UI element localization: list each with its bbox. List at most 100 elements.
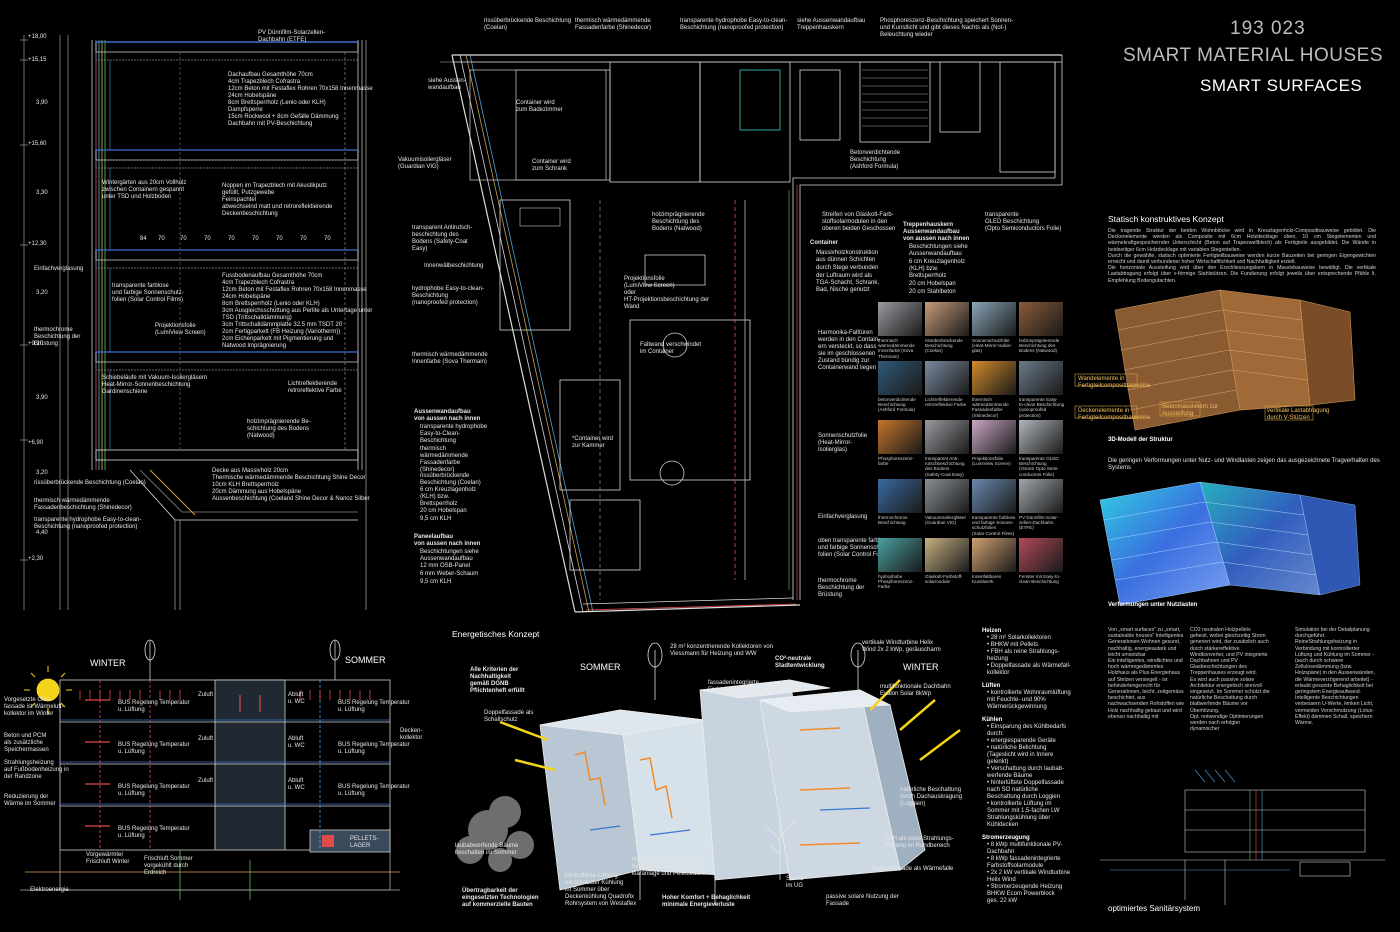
container-title: Container — [810, 240, 839, 246]
plan-right-label: Betonverdichtende Beschichtung (Ashford … — [850, 150, 901, 170]
material-swatch — [1019, 420, 1063, 454]
supply-air-label: Zuluft — [198, 692, 214, 698]
bus-label: BUS Regelung Temperatur u. Lüftung — [118, 784, 190, 797]
bus-label: BUS Regelung Temperatur u. Lüftung — [338, 742, 410, 755]
plan-top-label: rissüberbrückende Beschichtung (Coelan) — [484, 18, 572, 31]
supply-air-label: Zuluft — [198, 736, 214, 742]
material-caption: Sonnenschutzfolie (Heat-Mirror-Isolier- … — [972, 338, 1013, 354]
energy-group-item: • kontrollierte Wohnraumlüftung mit Feuc… — [987, 690, 1071, 710]
energy-axonometry — [456, 642, 961, 905]
energy-left-label: Reduzierung der Wärme im Sommer — [4, 794, 56, 807]
single-glazing-label: Einfachverglasung — [34, 266, 84, 272]
ceiling-label: Decke aus Massivholz 20cm Thermische wär… — [212, 468, 370, 502]
energy-group-item: • Stromerzeugende Heizung BHKW Ecom Powe… — [987, 884, 1063, 904]
plan-left-label: Innenwälbeschichtung — [424, 263, 484, 269]
plan-left-label: Vakuumisoliergläser (Guardian VIG) — [398, 157, 452, 170]
poster-subtitle: SMART SURFACES — [1200, 76, 1363, 95]
energy-group-item: • Einsparung des Kühlbedarfs durch: — [987, 724, 1067, 737]
material-caption: thermochrome Beschichtung — [878, 515, 908, 526]
dim-label: 3,90 — [36, 395, 48, 401]
plan-right-label: Sonnenschutzfolie (Heat-Mirror- Isolierg… — [818, 433, 868, 453]
roof-build-label: Dachaufbau Gesamthöhe 70cm 4cm Trapezble… — [228, 72, 373, 127]
material-swatch — [972, 420, 1016, 454]
energy-group-item: • FBH als reine Strahlungs- heizung — [987, 649, 1060, 662]
energy-group-item: • BHKW mit Pellets — [987, 642, 1039, 648]
span-label: 70 — [300, 236, 307, 242]
material-caption: hydrophobe Phosphoreszenz- Farbe — [878, 574, 914, 590]
floor-build-label: Fussbodenaufbau Gesamthöhe 70cm 4cm Trap… — [222, 273, 373, 349]
projection-label: Projektionsfolie (LumiView Screen) — [155, 323, 206, 336]
material-swatch — [925, 479, 969, 513]
material-caption: PV Dünnfilm-Solar- zellen-Dachbahn (ETFE… — [1019, 515, 1059, 531]
summer-center-label: SOMMER — [580, 662, 621, 672]
energy-label: FBH als reine Strahlungs- heizung im Ran… — [885, 836, 954, 849]
energy-left-label: Beton und PCM als zusätzliche Speicherma… — [4, 733, 49, 753]
plan-right-label: Einfachverglasung — [818, 514, 868, 520]
bus-label: BUS Regelung Temperatur u. Lüftung — [338, 700, 410, 713]
wall-layer: 9,5 cm KLH — [420, 516, 452, 522]
material-caption: Phosphoreszenz- farbe — [878, 456, 914, 467]
stair-core-item: 20 cm Stahlbeton — [909, 289, 956, 295]
bus-label: BUS Regelung Temperatur u. Lüftung — [118, 742, 190, 755]
material-swatch — [972, 361, 1016, 395]
energy-left-label: Elektroenergie — [30, 887, 69, 893]
energy-label: Haustechnikraum mit Luf- tungsgerät, BHK… — [632, 857, 705, 877]
span-label: 70 — [324, 236, 331, 242]
structure-text: Die tragende Struktur der beiden Wohnblö… — [1108, 228, 1376, 284]
dim-label: 4,40 — [36, 530, 48, 536]
container-closet-label: Container wird zum Schrank — [532, 159, 571, 172]
span-label: 70 — [180, 236, 187, 242]
wall-layer: thermisch wärmedämmende Fassadenfarbe (S… — [420, 446, 469, 473]
energy-label: kontrollierte Lüftung mit adiabater Kühl… — [565, 873, 637, 907]
winter-center-label: WINTER — [903, 662, 939, 672]
wintergarden-label: Wintergärten aus 20cm Vollholz zwischen … — [102, 180, 187, 200]
plan-left-label: transparent Antirutsch- beschichtung des… — [412, 225, 473, 252]
material-swatch — [1019, 361, 1063, 395]
smart-text-col3: Simulation bei der Detailplanung durchge… — [1295, 627, 1375, 727]
energy-label: Übertragbarkeit der eingesetzten Technol… — [462, 888, 539, 908]
material-caption: transparente farblose und farbige Sonnen… — [972, 515, 1016, 536]
panel-layer: Beschichtungen siehe Aussenwandaufbau — [420, 549, 479, 562]
material-swatch — [972, 538, 1016, 572]
plan-top-label: siehe Aussenwandaufbau Treppenhauskern — [797, 18, 866, 31]
plan-right-label: thermochrome Beschichtung der Brüstung — [818, 578, 865, 598]
energy-group-heading: Stromerzeugung — [982, 835, 1030, 841]
acoustic-label: Noppen im Trapezblech mit Akustikputz ge… — [222, 183, 333, 217]
material-caption: thermisch wärmedämmende Fassadenfarbe (S… — [972, 397, 1009, 418]
energy-label: Sauna im UG — [786, 876, 804, 889]
container-item: Massivholzkonstruktion aus dünnen Schich… — [816, 250, 879, 263]
energy-group-item: • kontrollierte Lüftung im Sommer mit 1,… — [987, 801, 1060, 828]
energy-group-item: • hinterlüftete Doppelfassade nach SO na… — [987, 780, 1064, 800]
dim-label: 3,20 — [36, 470, 48, 476]
energy-label: Hoher Komfort + Behaglichkeit minimale E… — [662, 895, 751, 908]
material-swatch — [878, 479, 922, 513]
model-label: Deckenelemente in Fertigteilcompositbauw… — [1078, 408, 1151, 421]
natwood-label: holzimprägnierende Beschichtung des Bode… — [652, 212, 705, 232]
exhaust-air-label: Abluft u. WC — [288, 736, 305, 749]
exterior-wall-title: Aussenwandaufbau von aussen nach innen — [414, 409, 481, 422]
plan-right-label: transparente OLED Beschichtung (Opto Sem… — [985, 212, 1062, 232]
energy-group-item: • 8 kWp fassadenintegrierte Farbstoffsol… — [987, 856, 1061, 869]
stair-core-title: Treppenhauskern Aussenwandaufbau von aus… — [903, 222, 970, 242]
energy-label: laubabwerfende Bäume beschatten im Somme… — [455, 843, 519, 856]
dim-label: 3,20 — [36, 290, 48, 296]
energy-label: Doppelfassade als Wärmefalle — [872, 866, 954, 872]
dim-label: 3,90 — [36, 100, 48, 106]
energy-label: vertikale Windturbine Helix Wind 2x 2 kW… — [862, 640, 941, 653]
span-label: 70 — [252, 236, 259, 242]
material-caption: betonverdichtende Beschichtung (Ashford … — [878, 397, 916, 413]
material-swatch — [878, 361, 922, 395]
energy-heading: Energetisches Konzept — [452, 629, 540, 639]
level-label: +9,10 — [28, 341, 44, 347]
material-swatch — [1019, 479, 1063, 513]
level-label: +15,60 — [28, 141, 47, 147]
material-caption: Innenfaltbares Kunstwerk — [972, 574, 1002, 585]
span-label: 70 — [204, 236, 211, 242]
plan-right-label: Streifen von Glaskolt-Farb- stoffsolarmo… — [822, 212, 896, 232]
projection-plan-label: Projektionsfolie (LumiView Screen) oder … — [624, 276, 710, 310]
energy-measures-list: Heizen• 28 m² Solarkollektoren• BHKW mit… — [982, 628, 1082, 905]
material-swatch — [972, 302, 1016, 336]
stair-core-item: Beschichtungen siehe Aussenwandaufbau — [909, 244, 968, 257]
energy-group-item: • 2x 2 kW vertikale Windturbine Helix Wi… — [987, 870, 1071, 883]
